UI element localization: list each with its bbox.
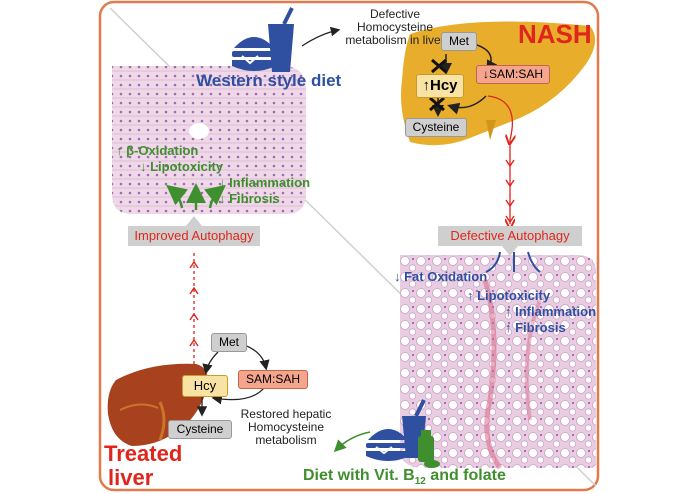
treated-label-line: Treated — [104, 441, 183, 466]
restored-line: Homocysteine — [247, 420, 325, 435]
effect-fibrosis-up: ↑ Fibrosis — [505, 320, 566, 335]
steatotic-tissue-image — [400, 255, 596, 470]
restored-description: Restored hepatic Homocysteine metabolism — [236, 407, 336, 448]
effect-inflammation-up: ↑ Inflammation — [505, 304, 597, 319]
diet-label-tail: and folate — [425, 467, 506, 484]
nash-label: NASH — [518, 19, 592, 49]
effect-fibrosis-down: ↓ Fibrosis — [219, 191, 280, 206]
effect-fat-oxidation: ↓ Fat Oxidation — [394, 269, 488, 284]
nash-cysteine-box: Cysteine — [405, 118, 467, 137]
healthy-diet-label: Diet with Vit. B12 and folate — [303, 467, 506, 487]
defect-line: Homocysteine — [356, 20, 434, 35]
western-diet-label: Western style diet — [196, 71, 342, 90]
green-effect-arrows — [166, 183, 226, 210]
defect-line: Defective — [369, 7, 421, 21]
improved-autophagy-bar — [128, 216, 260, 246]
nash-hcy-box: ↑Hcy — [416, 74, 464, 98]
treated-liver-label: Treated liver — [104, 442, 182, 490]
treated-sam-sah-box: SAM:SAH — [238, 370, 308, 389]
treated-hcy-cycle — [196, 341, 270, 417]
nash-sam-sah-box: ↓SAM:SAH — [476, 65, 550, 84]
restored-line: Restored hepatic — [240, 407, 332, 421]
defect-description: Defective Homocysteine metabolism in liv… — [340, 7, 450, 48]
healthy-diet-icon — [366, 399, 440, 468]
effect-lipotoxicity-up: ↑ Lipotoxicity — [467, 288, 551, 303]
defective-autophagy-label: Defective Autophagy — [450, 228, 570, 243]
restored-line: metabolism — [255, 433, 317, 448]
block-x-icon — [431, 58, 447, 74]
block-x-icon — [429, 96, 445, 112]
treated-label-line: liver — [108, 465, 154, 490]
western-diet-icon — [232, 7, 294, 72]
treated-hcy-box: Hcy — [182, 375, 228, 397]
diet-label-main: Diet with Vit. B — [303, 467, 415, 484]
nash-met-box: Met — [441, 32, 477, 51]
improved-autophagy-label: Improved Autophagy — [134, 228, 254, 243]
treated-cysteine-box: Cysteine — [168, 420, 232, 439]
effect-lipotoxicity-down: ↓ Lipotoxicity — [140, 159, 224, 174]
defective-autophagy-bar — [438, 226, 582, 256]
diet-label-subscript: 12 — [414, 476, 426, 488]
effect-inflammation-down: ↓ Inflammation — [219, 175, 311, 190]
healthy-tissue-image — [112, 66, 306, 214]
treated-met-box: Met — [211, 333, 247, 352]
blue-effect-arrows — [485, 251, 541, 273]
defect-line: metabolism in liver — [345, 33, 445, 48]
effect-beta-oxidation: ↑ β-Oxidation — [116, 143, 199, 158]
